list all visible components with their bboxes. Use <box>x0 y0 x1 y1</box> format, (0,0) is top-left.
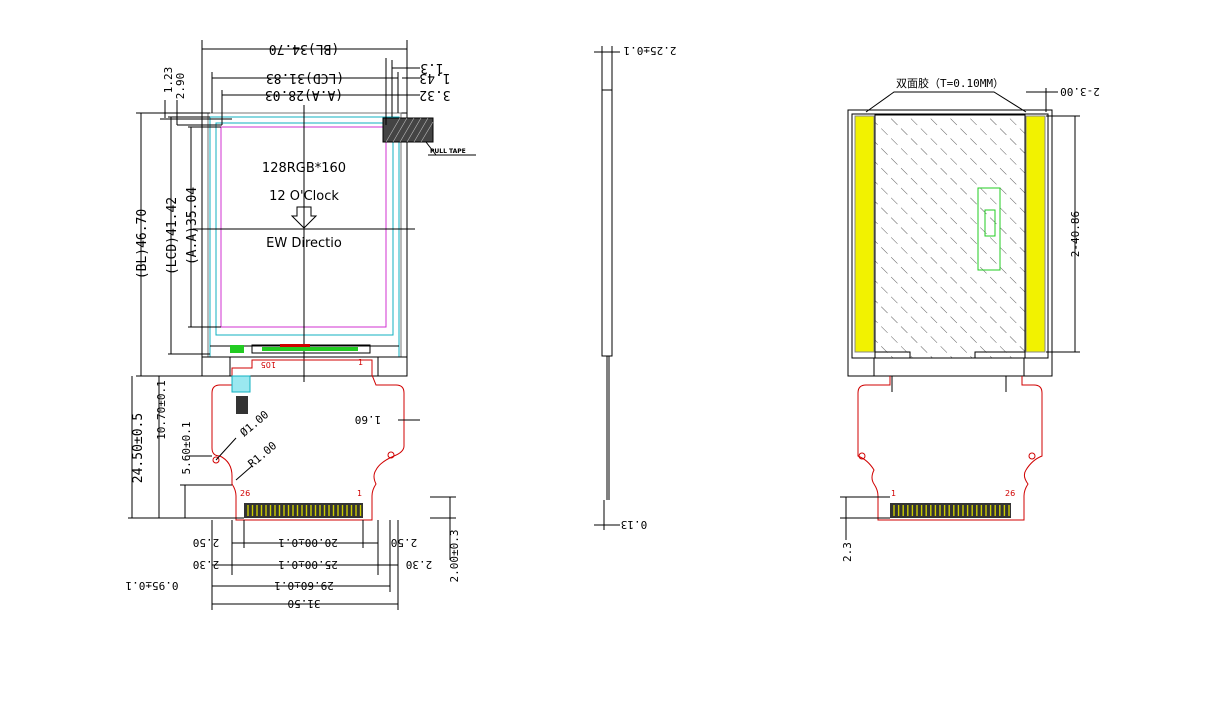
dim-bl-width: (BL)34.70 <box>269 41 339 56</box>
dim-bl-height: (BL)46.70 <box>135 209 150 279</box>
dim-2-50-right: 2.50 <box>391 536 418 549</box>
dim-2-90: 2.90 <box>174 73 187 100</box>
resolution-text: 128RGB*160 <box>262 161 346 176</box>
orientation-text: 12 O'Clock <box>269 189 339 204</box>
tape-height: 2-40.86 <box>1069 211 1082 257</box>
dim-2-30-right: 2.30 <box>406 558 433 571</box>
backlight-hatch <box>874 114 1026 359</box>
dim-1-60: 1.60 <box>355 413 382 426</box>
dim-1-23: 1.23 <box>162 67 175 94</box>
dim-fpc-10-70: 10.70±0.1 <box>155 380 168 440</box>
side-fpc-thickness: 0.13 <box>621 518 648 531</box>
back-frame-outer <box>847 109 1053 377</box>
label-105: 105 <box>261 360 276 369</box>
dim-aa-height: (A.A)35.04 <box>185 187 200 265</box>
left-dimension-lines <box>128 112 244 519</box>
side-panel-body <box>601 89 613 357</box>
dim-3-32: 3.32 <box>419 87 450 102</box>
dim-0-95: 0.95±0.1 <box>126 579 179 592</box>
fpc-outline <box>211 359 405 521</box>
tape-gap: 2-3.00 <box>1060 85 1100 98</box>
front-view: PULL TAPE 128RGB*160 12 O'Clock EW Direc… <box>126 40 476 610</box>
tape-label: 双面胶（T=0.10MM） <box>896 76 1004 90</box>
radius-label: R1.00 <box>246 439 280 470</box>
back-fpc-outline <box>857 376 1043 521</box>
fpc-component <box>231 375 251 393</box>
driver-ic <box>262 347 358 351</box>
dim-fpc-5-60: 5.60±0.1 <box>180 422 193 475</box>
dim-25-00: 25.00±0.1 <box>278 558 338 571</box>
down-arrow-icon <box>290 206 318 229</box>
back-pin-label-26: 26 <box>1005 489 1015 498</box>
back-dim-2-3: 2.3 <box>841 542 854 562</box>
pin-label-26: 26 <box>240 489 250 498</box>
dim-29-60: 29.60±0.1 <box>274 579 334 592</box>
back-pin-label-1: 1 <box>891 489 896 498</box>
side-thickness: 2.25±0.1 <box>624 44 677 57</box>
pull-tape <box>382 117 434 143</box>
pin-label-1: 1 <box>357 489 362 498</box>
dim-1-3: 1.3 <box>420 60 443 75</box>
tape-strip-left <box>854 115 875 353</box>
direction-text: EW Directio <box>266 236 342 251</box>
driver-ic-outline <box>251 344 371 354</box>
label-1-small: 1 <box>358 358 363 367</box>
fpc-capacitor <box>236 396 248 414</box>
dim-lcd-width: (LCD)31.83 <box>266 70 344 85</box>
pull-tape-label: PULL TAPE <box>430 148 466 155</box>
dim-2-50-left: 2.50 <box>193 536 220 549</box>
bottom-dimension-lines <box>211 496 456 610</box>
dim-31-50: 31.50 <box>287 597 320 610</box>
fpc-hole-left <box>212 456 220 464</box>
top-dimension-lines <box>201 40 420 125</box>
dim-lcd-height: (LCD)41.42 <box>165 197 180 275</box>
side-view: 2.25±0.1 0.13 <box>594 44 676 531</box>
dim-2-00: 2.00±0.3 <box>448 530 461 583</box>
back-label-box <box>977 187 1001 271</box>
dim-aa-width: (A.A)28.03 <box>265 87 343 102</box>
fpc-hole-right <box>387 451 395 459</box>
dim-20-00: 20.00±0.1 <box>278 536 338 549</box>
dim-1-43: 1.43 <box>419 70 450 85</box>
back-view: 双面胶（T=0.10MM） 2-3.00 2-40.86 1 26 2.3 <box>840 76 1100 562</box>
dim-2-30-left: 2.30 <box>193 558 220 571</box>
tape-strip-right <box>1025 115 1046 353</box>
dim-fpc-total: 24.50±0.5 <box>131 413 146 483</box>
